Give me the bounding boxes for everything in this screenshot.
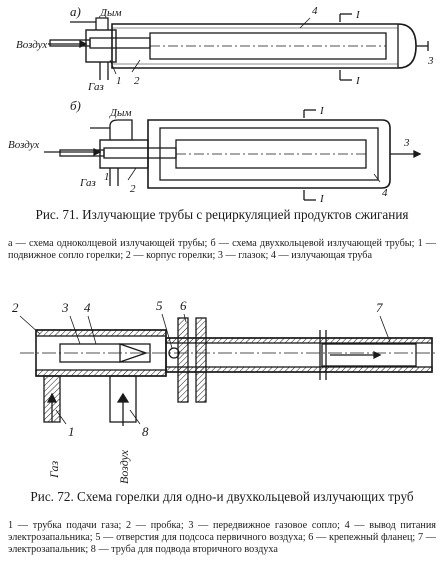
fig71b-num-4: 4 (382, 187, 388, 199)
fig72-num-6: 6 (180, 298, 187, 313)
fig71a-air-label: Воздух (16, 39, 47, 51)
fig71b-air-label: Воздух (8, 139, 39, 151)
figure-72-burner: 2 3 4 5 6 7 1 8 Газ Воздух (0, 294, 442, 486)
fig71b-num-1: 1 (104, 171, 110, 183)
fig72-num-8: 8 (142, 424, 149, 439)
fig71-legend: а — схема одноколцевой излучающей трубы;… (8, 238, 436, 261)
fig71a-section-bottom: I (355, 75, 361, 87)
fig71a-smoke-label: Дым (99, 7, 121, 19)
figure-71-panel-b: б) Дым Воздух Газ 1 2 3 4 I I (0, 96, 442, 204)
fig72-num-2: 2 (12, 300, 19, 315)
fig72-air-label: Воздух (117, 449, 131, 484)
fig71b-num-2: 2 (130, 183, 136, 195)
fig71a-tag: а) (70, 4, 81, 19)
fig71a-section-top: I (355, 9, 361, 21)
fig71a-num-1: 1 (116, 75, 122, 87)
fig71a-gas-label: Газ (87, 81, 104, 93)
fig72-legend: 1 — трубка подачи газа; 2 — пробка; 3 — … (8, 520, 436, 555)
fig72-num-4: 4 (84, 300, 91, 315)
fig72-num-5: 5 (156, 298, 163, 313)
fig71b-tag: б) (70, 98, 81, 113)
fig72-num-1: 1 (68, 424, 75, 439)
fig71a-num-3: 3 (427, 55, 434, 67)
fig72-gas-label: Газ (47, 460, 61, 479)
fig71b-section-top: I (319, 105, 325, 117)
fig71a-num-2: 2 (134, 75, 140, 87)
fig71b-num-3: 3 (403, 137, 410, 149)
fig71b-smoke-label: Дым (109, 107, 131, 119)
fig71b-section-bottom: I (319, 193, 325, 204)
fig71a-num-4: 4 (312, 5, 318, 17)
fig72-num-3: 3 (61, 300, 69, 315)
fig72-num-7: 7 (376, 300, 383, 315)
fig71-caption: Рис. 71. Излучающие трубы с рециркуляцие… (35, 207, 409, 222)
fig71b-gas-label: Газ (79, 177, 96, 189)
figure-71-panel-a: а) Дым Воздух Газ 1 2 3 4 I I (0, 0, 442, 100)
fig72-caption: Рис. 72. Схема горелки для одно-и двухко… (30, 489, 414, 504)
